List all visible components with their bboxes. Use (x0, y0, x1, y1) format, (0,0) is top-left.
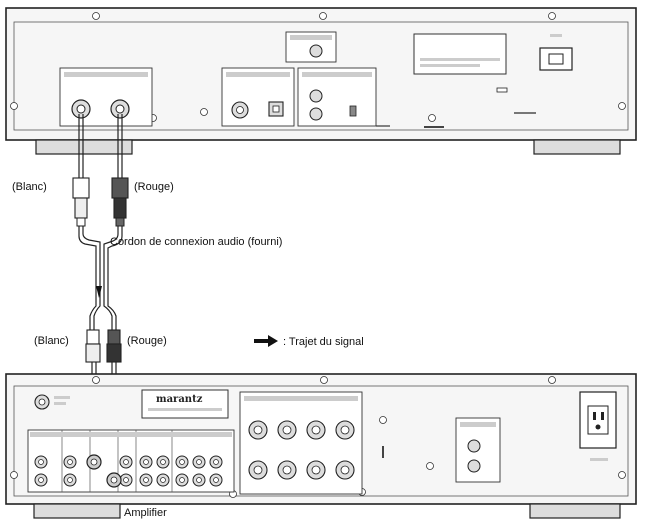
label-white-bottom: (Blanc) (34, 335, 69, 347)
analog-out-label-bar (64, 72, 148, 77)
remote-in-jack[interactable] (309, 89, 323, 103)
remote-out-jack[interactable] (309, 107, 323, 121)
amplifier-foot-left (33, 503, 121, 519)
player-serial-plate (413, 33, 507, 75)
amplifier-inner-panel (13, 385, 629, 497)
amplifier-brand-plate (141, 389, 229, 419)
label-red-top: (Rouge) (134, 181, 174, 193)
amp-remote-out-jack[interactable] (467, 459, 481, 473)
plug-white-upper (72, 177, 90, 227)
analog-out-jack-r[interactable] (110, 99, 130, 119)
player-foot-left (35, 139, 133, 155)
plug-white-lower (85, 329, 101, 363)
amp-remote-in-jack[interactable] (467, 439, 481, 453)
signal-arrow-cable-icon (96, 286, 102, 298)
player-inner-panel (13, 21, 629, 131)
brand-logo: marantz (156, 394, 203, 405)
amplifier-foot-right (529, 503, 621, 519)
player-device (5, 7, 637, 155)
player-screw-icons (10, 12, 626, 122)
amp-cd-input-jack-r[interactable] (106, 472, 122, 488)
remote-switch[interactable] (349, 105, 357, 117)
label-amplifier: Amplifier (124, 507, 167, 519)
label-signal-path: : Trajet du signal (283, 336, 364, 348)
plug-red-lower (106, 329, 122, 363)
label-red-bottom: (Rouge) (127, 335, 167, 347)
remote-jack[interactable] (309, 44, 323, 58)
amp-cd-input-jack-l[interactable] (86, 454, 102, 470)
label-audio-cable: Cordon de connexion audio (fourni) (110, 236, 282, 248)
analog-out-jack-l[interactable] (71, 99, 91, 119)
player-foot-right (533, 139, 621, 155)
signal-legend-arrow-icon (254, 335, 278, 347)
label-white-top: (Blanc) (12, 181, 47, 193)
amplifier-device: marantz (5, 373, 637, 519)
plug-red-upper (111, 177, 129, 227)
